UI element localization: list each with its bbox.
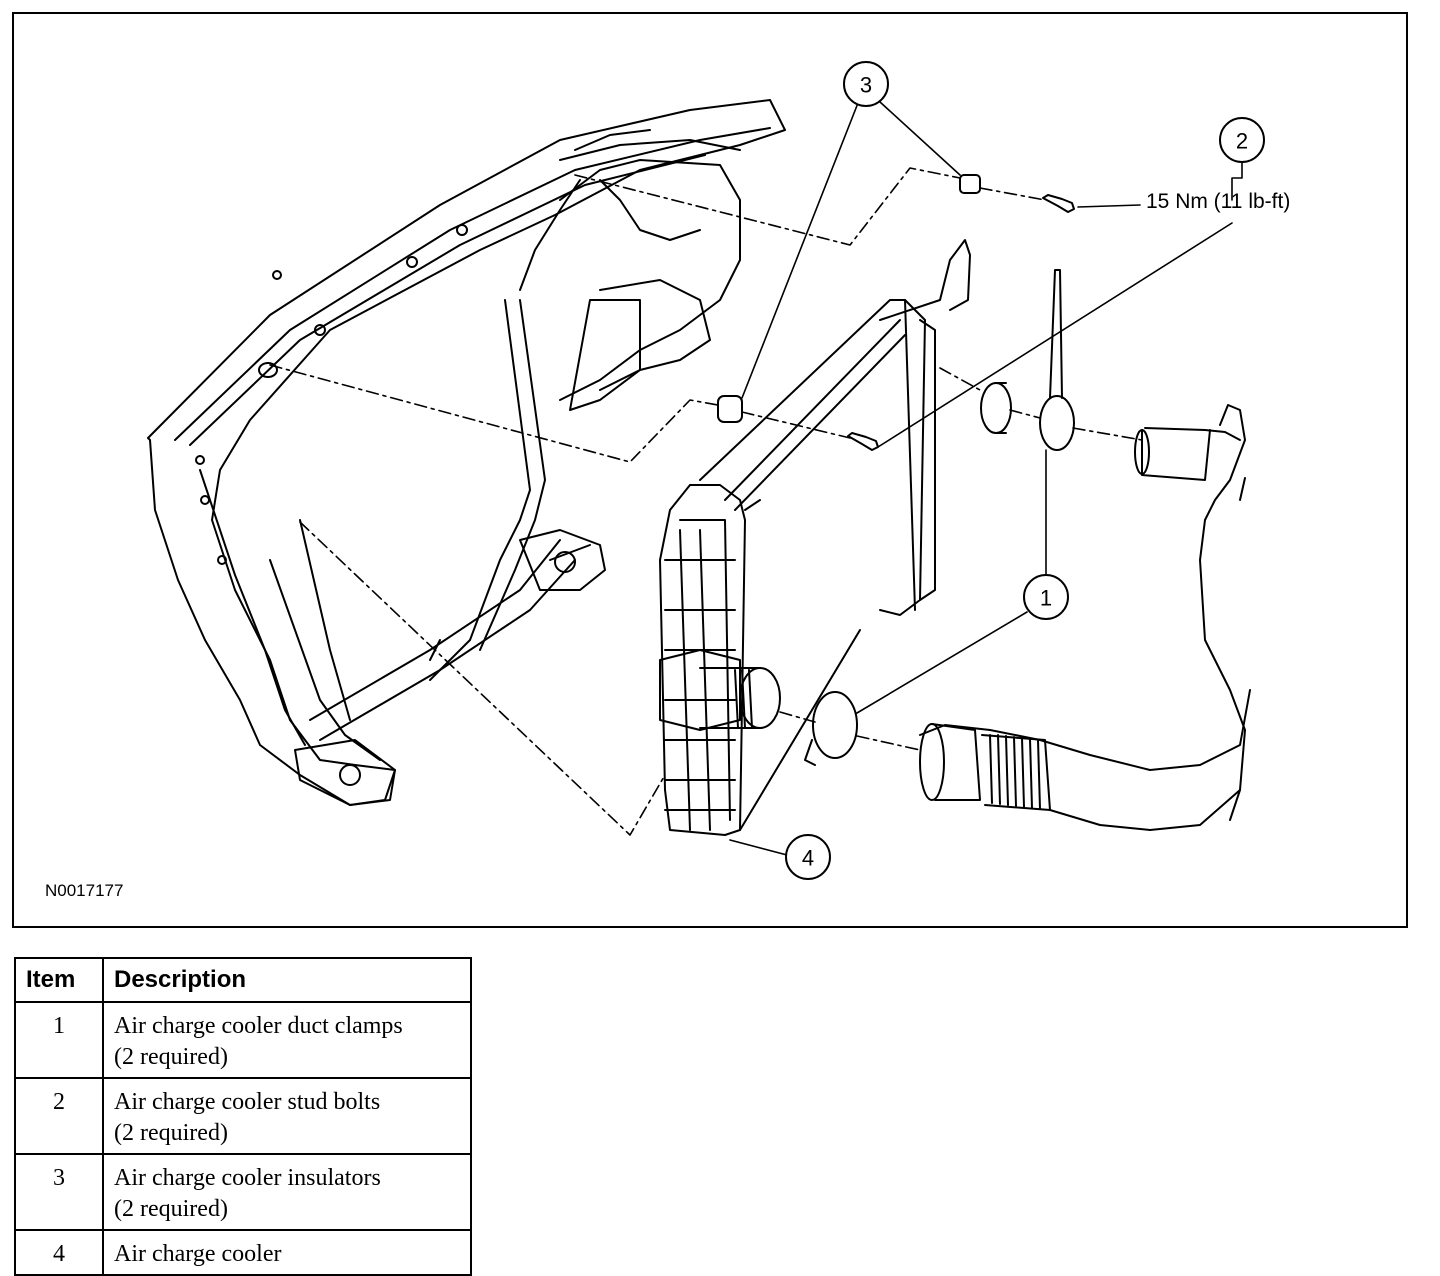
legend-item-number: 4	[14, 1229, 104, 1276]
legend-description-line: Air charge cooler	[114, 1241, 282, 1267]
exploded-leader-lines	[269, 167, 1143, 836]
legend-item-description: Air charge cooler	[102, 1229, 472, 1276]
stud-bolt-parts	[847, 194, 1075, 451]
legend-description-line: (2 required)	[114, 1196, 228, 1222]
legend-header-row: Item Description	[14, 957, 472, 1003]
callout-circle-3	[843, 61, 889, 107]
callout-leaders	[729, 101, 1243, 856]
callout-label-3: 3	[860, 73, 872, 98]
legend-item-number: 3	[14, 1153, 104, 1231]
callout-circle-2	[1219, 117, 1265, 163]
duct-hoses	[919, 382, 1251, 831]
legend-item-description: Air charge cooler duct clamps (2 require…	[102, 1001, 472, 1079]
legend-row: 2 Air charge cooler stud bolts (2 requir…	[14, 1077, 472, 1155]
callout-label-4: 4	[802, 846, 814, 871]
torque-spec-label: 15 Nm (11 lb-ft)	[1146, 190, 1290, 213]
legend-item-number: 1	[14, 1001, 104, 1079]
callout-label-2: 2	[1236, 129, 1248, 154]
legend-row: 1 Air charge cooler duct clamps (2 requi…	[14, 1001, 472, 1079]
legend-item-description: Air charge cooler insulators (2 required…	[102, 1153, 472, 1231]
legend-item-number: 2	[14, 1077, 104, 1155]
legend-item-description: Air charge cooler stud bolts (2 required…	[102, 1077, 472, 1155]
insulator-parts	[717, 174, 981, 423]
legend-row: 3 Air charge cooler insulators (2 requir…	[14, 1153, 472, 1231]
legend-description-line: Air charge cooler insulators	[114, 1165, 381, 1191]
duct-clamp-parts	[804, 269, 1075, 766]
legend-table: Item Description 1 Air charge cooler duc…	[14, 957, 472, 1276]
legend-description-line: Air charge cooler stud bolts	[114, 1089, 381, 1115]
callout-label-1: 1	[1040, 586, 1052, 611]
legend-header-item: Item	[14, 957, 104, 1003]
radiator-support-frame	[147, 99, 786, 806]
legend-description-line: (2 required)	[114, 1044, 228, 1070]
callout-circle-4	[785, 834, 831, 880]
figure-id-label: N0017177	[45, 881, 123, 900]
legend-row: 4 Air charge cooler	[14, 1229, 472, 1276]
legend-header-description: Description	[102, 957, 472, 1003]
figure-frame	[12, 12, 1408, 928]
air-charge-cooler	[659, 239, 971, 836]
legend-description-line: (2 required)	[114, 1120, 228, 1146]
callout-circle-1	[1023, 574, 1069, 620]
legend-description-line: Air charge cooler duct clamps	[114, 1013, 403, 1039]
